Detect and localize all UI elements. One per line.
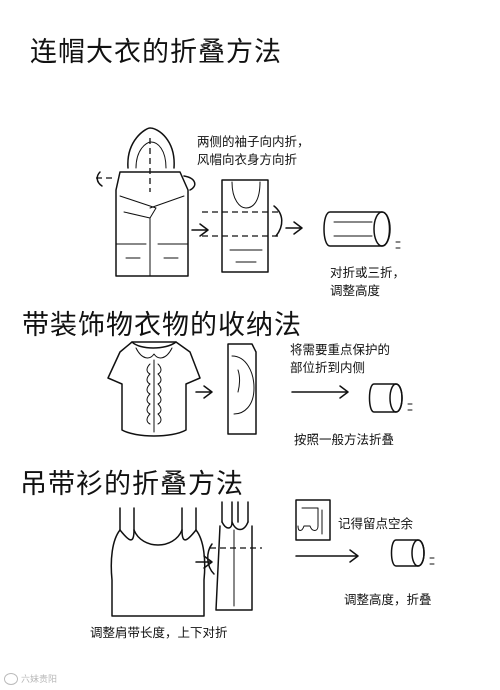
weibo-logo-icon — [4, 672, 18, 685]
note-leave-space: 记得留点空余 — [338, 516, 414, 531]
hooded-coat-unfolded-illustration — [96, 127, 196, 277]
rolled-blouse-illustration — [368, 383, 413, 413]
watermark: 六妹贵阳 — [4, 672, 57, 685]
arrow-icon — [195, 385, 213, 399]
section-title-decorated-clothes: 带装饰物衣物的收纳法 — [22, 310, 302, 341]
folded-blouse-illustration — [227, 343, 257, 435]
note-fold-normally: 按照一般方法折叠 — [294, 432, 395, 447]
camisole-unfolded-illustration — [110, 507, 206, 617]
long-arrow-icon — [291, 385, 349, 399]
arrow-icon — [191, 223, 209, 237]
note-adjust-height-fold: 调整高度，折叠 — [344, 592, 432, 607]
camisole-rolled-illustration — [390, 539, 435, 567]
camisole-folded-square-illustration — [295, 499, 331, 541]
section-title-hooded-coat: 连帽大衣的折叠方法 — [30, 37, 282, 68]
hooded-coat-folded-sleeves-illustration — [202, 179, 283, 273]
note-fold-half-or-third: 对折或三折， 调整高度 — [330, 265, 406, 298]
arrow-icon — [285, 221, 303, 235]
ruffled-blouse-illustration — [107, 341, 201, 437]
note-fold-sleeves-hood: 两侧的袖子向内折， 风帽向衣身方向折 — [197, 134, 310, 167]
note-adjust-straps: 调整肩带长度，上下对折 — [90, 625, 228, 640]
camisole-half-folded-illustration — [207, 501, 262, 611]
long-arrow-icon — [295, 549, 359, 563]
hooded-coat-rolled-illustration — [323, 211, 401, 249]
section-title-camisole: 吊带衫的折叠方法 — [20, 469, 244, 500]
note-protect-inside: 将需要重点保护的 部位折到内侧 — [290, 342, 391, 375]
